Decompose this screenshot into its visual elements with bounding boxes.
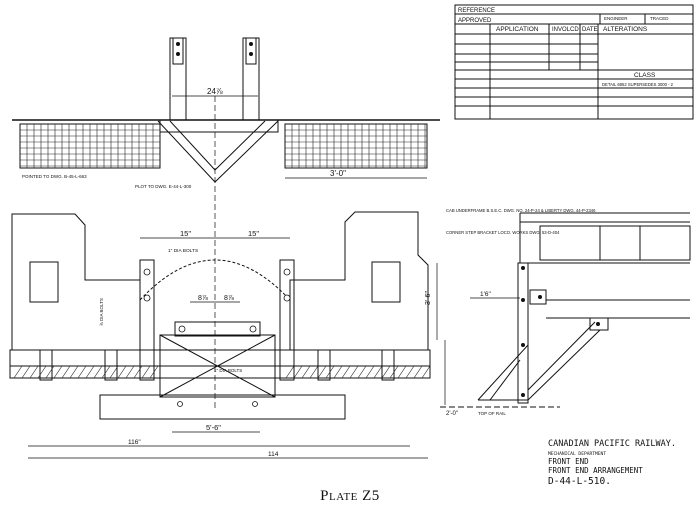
dim-side-offset: 1'6": [480, 291, 491, 298]
step-hatch-line: [317, 365, 327, 379]
step-hatch-line: [397, 365, 407, 379]
side-elevation: [436, 212, 691, 408]
step-hatch-line: [325, 365, 335, 379]
step-hatch-line: [389, 365, 399, 379]
note-cab-underframe: CAB UNDERFRAME B.S.E.C. DWG. NO. 24-P-24…: [446, 208, 596, 213]
note-corner-step: CORNER STEP BRACKET LOCO. WORKS DWG. 53-…: [446, 230, 560, 235]
grating-right: [285, 124, 427, 168]
step-hatch-line: [109, 365, 119, 379]
step-hatch-line: [21, 365, 31, 379]
step-hatch-line: [69, 365, 79, 379]
note-bolts-mid: 1" DIA BOLTS: [214, 368, 242, 373]
step-hatch-line: [365, 365, 375, 379]
title-col-involved: INVOLCD: [552, 27, 579, 33]
dim-inner-left: 8⅞: [198, 295, 208, 302]
step-hatch-line: [53, 365, 63, 379]
post-bolts: [176, 42, 253, 56]
step-hatch-line: [133, 365, 143, 379]
step-hatch-line: [309, 365, 319, 379]
step-hatch-line: [381, 365, 391, 379]
step-hatch-line: [149, 365, 159, 379]
dim-front-span: 3'-0": [330, 169, 346, 178]
step-hatch-line: [285, 365, 295, 379]
step-hatch-line: [293, 365, 303, 379]
step-hatch-line: [341, 365, 351, 379]
step-hatch-line: [37, 365, 47, 379]
dim-side-height: 3'-6": [425, 291, 432, 305]
title-class: CLASS: [634, 72, 656, 79]
front-elevation: [9, 211, 431, 459]
company-department: MECHANICAL DEPARTMENT: [548, 451, 606, 457]
step-hatch-line: [13, 365, 23, 379]
company-railway: CANADIAN PACIFIC RAILWAY.: [548, 439, 676, 449]
dim-half-right: 15": [248, 229, 259, 238]
pilot-step-hatch: [13, 365, 431, 379]
drawing-title-2: FRONT END ARRANGEMENT: [548, 466, 643, 475]
dim-side-drop: 2'-0": [446, 411, 458, 417]
title-block: [454, 4, 694, 120]
title-engineer: ENGINEER: [604, 16, 628, 21]
step-hatch-line: [421, 365, 431, 379]
step-hatch-line: [77, 365, 87, 379]
side-bolts: [521, 266, 600, 397]
dim-top-gap: 24⅞: [207, 87, 223, 96]
step-hatch-line: [349, 365, 359, 379]
front-bolts: [143, 268, 291, 407]
step-hatch-line: [125, 365, 135, 379]
dim-inner-right: 8⅞: [224, 295, 234, 302]
step-hatch-line: [373, 365, 383, 379]
title-reference: REFERENCE: [458, 8, 495, 14]
title-col-application: APPLICATION: [496, 26, 539, 33]
step-hatch-line: [117, 365, 127, 379]
drawing-number: D-44-L-510.: [548, 476, 611, 487]
step-hatch-line: [413, 365, 423, 379]
title-approved: APPROVED: [458, 18, 492, 24]
note-plot-to: PLOT TO DWG. E-44-L-300: [135, 184, 192, 189]
step-hatch-line: [357, 365, 367, 379]
grating-left: [20, 124, 160, 168]
step-hatch-line: [405, 365, 415, 379]
step-hatch-line: [85, 365, 95, 379]
title-col-alterations: ALTERATIONS: [603, 26, 648, 33]
note-bolts-top: 1" DIA BOLTS: [168, 248, 198, 254]
dim-bottom-span: 5'-6": [206, 423, 221, 432]
title-details: DETAIL 6852 SUPERSEDES 3000 - 2: [602, 82, 674, 87]
title-col-date: DATE: [582, 27, 598, 33]
step-hatch-line: [141, 365, 151, 379]
dim-overall: 114: [268, 451, 279, 458]
step-hatch-line: [101, 365, 111, 379]
dim-overall-left: 116": [128, 439, 141, 446]
plate-caption: Plate Z5: [320, 488, 380, 504]
step-hatch-line: [93, 365, 103, 379]
title-traced: TRACED: [650, 16, 669, 21]
step-hatch-line: [61, 365, 71, 379]
plan-view: [12, 37, 440, 410]
note-top-of-rail: TOP OF RAIL: [478, 411, 506, 416]
drawing-title-1: FRONT END: [548, 457, 589, 466]
note-bolts-side: ⅞ DIA BOLTS: [99, 298, 104, 326]
step-hatch-line: [333, 365, 343, 379]
dim-half-left: 15": [180, 229, 191, 238]
step-hatch-line: [29, 365, 39, 379]
step-hatch-line: [45, 365, 55, 379]
note-pointed-to: POINTED TO DWG. B-45-L-663: [22, 174, 87, 179]
step-hatch-line: [301, 365, 311, 379]
